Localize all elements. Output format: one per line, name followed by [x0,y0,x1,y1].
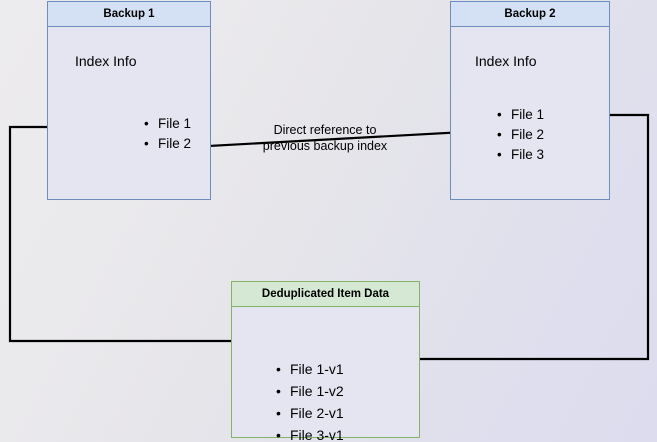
node-backup-1[interactable]: Backup 1 Index Info File 1 File 2 [47,1,211,200]
list-item: File 1-v1 [274,358,344,380]
backup-2-index-info-label: Index Info [475,53,537,69]
list-item: File 3 [495,145,544,165]
backup-2-file-list: File 1 File 2 File 3 [495,105,544,165]
node-backup-2-body: Index Info File 1 File 2 File 3 [451,27,609,199]
list-item: File 1 [495,105,544,125]
list-item: File 1 [142,114,191,134]
node-backup-1-body: Index Info File 1 File 2 [48,27,210,199]
dedup-file-list: File 1-v1 File 1-v2 File 2-v1 File 3-v1 [274,358,344,442]
node-backup-1-header: Backup 1 [48,2,210,27]
list-item: File 2 [495,125,544,145]
node-deduplicated-item-data-header: Deduplicated Item Data [232,282,419,307]
node-backup-2[interactable]: Backup 2 Index Info File 1 File 2 File 3 [450,1,610,200]
list-item: File 2 [142,134,191,154]
node-deduplicated-item-data[interactable]: Deduplicated Item Data File 1-v1 File 1-… [231,281,420,442]
edge-label-direct-reference: Direct reference to previous backup inde… [262,123,388,153]
list-item: File 2-v1 [274,402,344,424]
list-item: File 3-v1 [274,424,344,442]
backup-1-file-list: File 1 File 2 [142,114,191,154]
list-item: File 1-v2 [274,380,344,402]
node-deduplicated-item-data-body: File 1-v1 File 1-v2 File 2-v1 File 3-v1 [232,307,419,442]
backup-1-index-info-label: Index Info [75,53,137,69]
node-backup-2-header: Backup 2 [451,2,609,27]
